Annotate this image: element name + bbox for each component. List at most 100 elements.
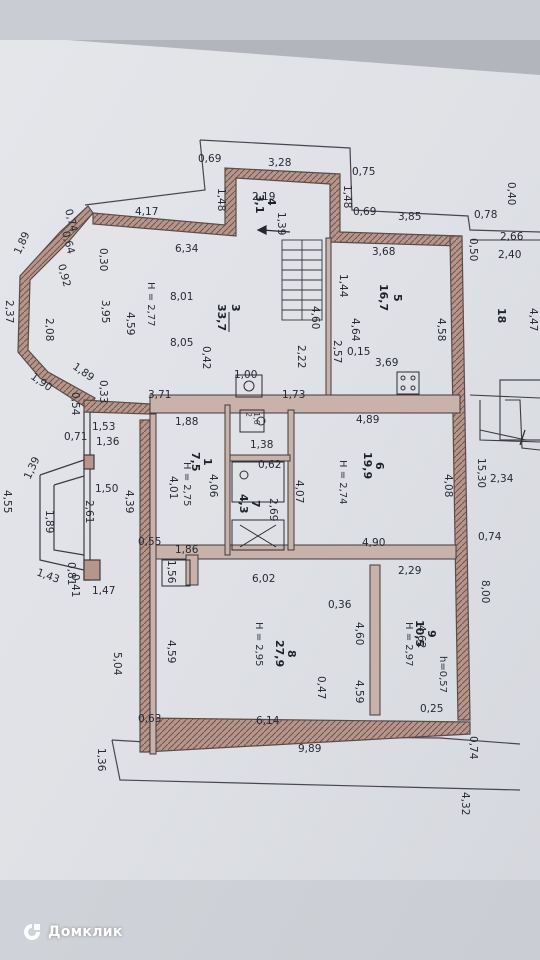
dim-label: 1,36 bbox=[95, 748, 107, 772]
room-number: 6 bbox=[373, 462, 386, 470]
dim-label: 0,69 bbox=[353, 206, 376, 218]
dim-label: 4,58 bbox=[435, 318, 447, 341]
room-number: 4 bbox=[265, 198, 278, 206]
room-area: 27,9 bbox=[273, 640, 286, 667]
dim-label: 0,36 bbox=[328, 599, 352, 611]
exterior-walls bbox=[17, 167, 471, 753]
dim-label: 4,62 bbox=[415, 625, 427, 648]
dim-label: 0,25 bbox=[420, 703, 443, 715]
dim-label: 0,47 bbox=[315, 676, 327, 699]
room-number: 7 bbox=[249, 500, 262, 508]
dim-label: 0,54 bbox=[69, 392, 81, 416]
dim-label: 8,00 bbox=[479, 580, 491, 603]
dim-label: 0,74 bbox=[478, 531, 502, 543]
dim-label: 0,50 bbox=[467, 238, 479, 261]
room-area: 19,9 bbox=[361, 452, 374, 479]
dim-label: 0,78 bbox=[474, 209, 497, 221]
dim-label: 4,59 bbox=[124, 312, 136, 335]
dim-label: 3,69 bbox=[375, 357, 398, 369]
dim-label: 1,38 bbox=[250, 439, 273, 451]
dim-label: 2,22 bbox=[295, 345, 307, 368]
dim-label: 2,40 bbox=[498, 249, 521, 261]
dim-label: 4,59 bbox=[165, 640, 177, 663]
dim-label: 4,01 bbox=[167, 476, 179, 499]
dim-label: 4,59 bbox=[353, 680, 365, 703]
dim-label: 0,40 bbox=[505, 182, 517, 205]
dim-label: 3,71 bbox=[148, 389, 171, 401]
dim-label: 4,47 bbox=[527, 308, 539, 331]
dim-label: 1,89 bbox=[43, 510, 55, 533]
dim-label: 4,90 bbox=[362, 537, 385, 549]
room-area: 33,7 bbox=[215, 304, 228, 331]
dim-label: 1,48 bbox=[341, 185, 353, 208]
dim-label: 5,04 bbox=[111, 652, 123, 676]
dim-label: 6,02 bbox=[252, 573, 275, 585]
stairs bbox=[281, 239, 323, 321]
dim-label: 4,07 bbox=[293, 480, 305, 503]
left-porch bbox=[39, 412, 101, 581]
dim-label: 1,86 bbox=[175, 544, 199, 556]
dim-label: 4,60 bbox=[353, 622, 365, 645]
dim-label: 8,01 bbox=[170, 291, 193, 303]
dim-label: 0,63 bbox=[138, 713, 161, 725]
dim-label: 0,92 bbox=[55, 263, 73, 289]
right-annex bbox=[469, 239, 540, 451]
dim-label: 4,60 bbox=[309, 306, 321, 329]
room-extra: h=0,57 bbox=[437, 656, 448, 693]
dim-label: 0,74 bbox=[62, 208, 80, 234]
dim-label: 0,69 bbox=[198, 153, 221, 165]
arrows bbox=[256, 225, 526, 446]
dim-label: 1,50 bbox=[95, 483, 118, 495]
room-number: 9 bbox=[425, 630, 438, 638]
room-area: 16,7 bbox=[377, 284, 390, 311]
dim-label: 1,47 bbox=[92, 585, 115, 597]
dim-label: 2,69 bbox=[267, 498, 279, 521]
room-height: H = 2,74 bbox=[337, 460, 348, 505]
dim-label: 1,48 bbox=[215, 188, 227, 211]
dim-label: 4,64 bbox=[349, 318, 361, 342]
room-area: 1,6 bbox=[252, 412, 261, 425]
dim-label: 2,08 bbox=[43, 318, 55, 341]
dim-label: 6,34 bbox=[175, 243, 199, 255]
room-number: 8 bbox=[285, 650, 298, 658]
dim-label: 4,55 bbox=[1, 490, 13, 513]
dim-label: 0,74 bbox=[467, 736, 479, 760]
dim-label: 1,88 bbox=[175, 416, 198, 428]
room-height: H = 2,75 bbox=[181, 462, 192, 507]
dim-label: 1,53 bbox=[92, 421, 115, 433]
dim-label: 0,81 bbox=[65, 562, 77, 585]
room-height: H = 2,97 bbox=[403, 622, 414, 667]
dim-label: 2,34 bbox=[490, 473, 514, 485]
dim-label: 4,89 bbox=[356, 414, 379, 426]
dim-label: 1,56 bbox=[165, 560, 177, 584]
dim-label: 8,05 bbox=[170, 337, 193, 349]
dim-label: 2,61 bbox=[83, 500, 95, 523]
room-number: 5 bbox=[391, 294, 404, 302]
dim-label: 0,75 bbox=[352, 166, 375, 178]
dim-label: 0,64 bbox=[59, 230, 77, 256]
outer-outline bbox=[84, 139, 540, 791]
room-labels: 3 33,7 H = 2,77 5 16,7 18 4 3,1 1 7,5 H … bbox=[145, 194, 508, 693]
dim-label: 2,19 bbox=[252, 191, 275, 203]
dim-label: 0,42 bbox=[200, 346, 212, 369]
room-area: 3,1 bbox=[253, 194, 266, 214]
watermark-text: Домклик bbox=[48, 924, 123, 940]
dim-label: 3,95 bbox=[99, 300, 111, 323]
dim-label: 0,15 bbox=[347, 346, 370, 358]
bottom-shadow bbox=[0, 880, 540, 960]
dim-label: 3,85 bbox=[398, 211, 421, 223]
dim-label: 4,17 bbox=[135, 206, 158, 218]
dim-label: 4,06 bbox=[207, 474, 219, 498]
dim-label: 15,30 bbox=[475, 458, 487, 488]
dim-label: 1,39 bbox=[275, 212, 287, 235]
dim-label: 2,66 bbox=[500, 231, 524, 243]
dim-label: 2,57 bbox=[331, 340, 343, 363]
room-area: 4,3 bbox=[237, 494, 250, 514]
dim-label: 9,89 bbox=[298, 743, 321, 755]
dim-label: 0,62 bbox=[258, 459, 281, 471]
room-number: 2 bbox=[244, 412, 253, 417]
room-area: 7,5 bbox=[189, 452, 202, 472]
dim-label: 2,37 bbox=[3, 300, 15, 323]
paper-top-shadow bbox=[0, 0, 540, 40]
